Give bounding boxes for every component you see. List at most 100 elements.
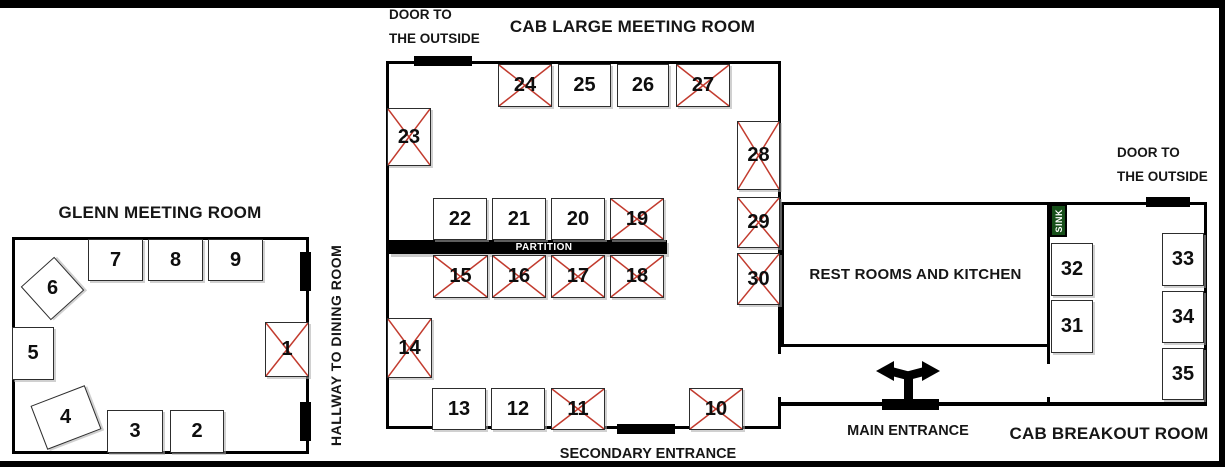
crossed-out-mark — [434, 256, 487, 297]
crossed-out-mark — [493, 256, 545, 297]
crossed-out-mark — [677, 65, 729, 106]
glenn-room-title: GLENN MEETING ROOM — [58, 203, 262, 222]
right-border-band — [1219, 0, 1225, 467]
table-35: 35 — [1162, 348, 1204, 400]
crossed-out-mark — [388, 109, 430, 165]
crossed-out-mark — [388, 319, 431, 377]
door-to-outside-left-label: DOOR TO THE OUTSIDE — [389, 7, 480, 46]
table-number: 10 — [704, 397, 728, 420]
restrooms-kitchen-label: REST ROOMS AND KITCHEN — [809, 266, 1022, 283]
table-13: 13 — [432, 388, 486, 430]
table-16-crossed: 16 — [492, 255, 546, 298]
table-20: 20 — [551, 198, 605, 240]
table-number: 31 — [1060, 315, 1084, 337]
table-2: 2 — [170, 410, 224, 453]
table-number: 19 — [625, 207, 649, 230]
door-to-outside-right-label: DOOR TO THE OUTSIDE — [1117, 145, 1208, 184]
table-number: 12 — [506, 397, 530, 420]
secondary-entrance-door-icon — [617, 424, 675, 434]
secondary-entrance-label: SECONDARY ENTRANCE — [559, 446, 737, 462]
table-number: 13 — [447, 397, 471, 420]
breakout-door-icon — [1146, 197, 1190, 207]
glenn-door-bottom-icon — [300, 402, 311, 441]
south-wall — [781, 402, 1207, 406]
table-number: 32 — [1060, 258, 1084, 280]
glenn-door-top-icon — [300, 252, 311, 291]
sink-label: SINK — [1053, 208, 1064, 233]
breakout-left-wall — [1047, 347, 1050, 364]
table-number: 26 — [631, 74, 655, 96]
table-number: 6 — [46, 277, 59, 299]
hallway-to-dining-room-label: HALLWAY TO DINING ROOM — [328, 244, 344, 447]
table-number: 16 — [507, 265, 531, 287]
table-number: 25 — [573, 74, 596, 96]
table-number: 2 — [191, 420, 203, 442]
table-21: 21 — [492, 198, 546, 240]
table-19-crossed: 19 — [610, 198, 664, 240]
table-number: 9 — [229, 248, 242, 271]
table-23-crossed: 23 — [387, 108, 431, 166]
table-number: 35 — [1171, 362, 1195, 385]
table-30-crossed: 30 — [737, 253, 780, 305]
table-number: 33 — [1171, 248, 1195, 270]
breakout-top-wall — [1048, 202, 1207, 205]
table-number: 18 — [625, 265, 649, 287]
table-22: 22 — [433, 198, 487, 240]
table-17-crossed: 17 — [551, 255, 605, 298]
main-entrance-door-icon — [882, 399, 939, 410]
table-3: 3 — [107, 410, 163, 453]
crossed-out-mark — [499, 65, 551, 106]
table-14-crossed: 14 — [387, 318, 432, 378]
partition-bar: PARTITION — [389, 240, 667, 254]
crossed-out-mark — [611, 199, 663, 239]
crossed-out-mark — [552, 389, 604, 429]
table-number: 24 — [513, 74, 537, 96]
cab-large-room-title: CAB LARGE MEETING ROOM — [509, 17, 756, 36]
cab-right-wall-opening — [776, 354, 785, 397]
table-number: 1 — [281, 338, 293, 360]
crossed-out-mark — [266, 323, 308, 376]
table-32: 32 — [1051, 243, 1093, 296]
table-number: 28 — [747, 144, 770, 166]
table-number: 29 — [747, 211, 770, 233]
breakout-right-wall — [1204, 202, 1207, 406]
table-28-crossed: 28 — [737, 121, 780, 190]
table-9: 9 — [208, 239, 263, 281]
top-border-band — [0, 0, 1225, 8]
two-way-arrow-icon — [876, 361, 940, 400]
table-29-crossed: 29 — [737, 197, 780, 248]
main-entrance-label: MAIN ENTRANCE — [847, 423, 969, 439]
table-8: 8 — [148, 239, 203, 281]
table-number: 5 — [27, 342, 39, 364]
table-number: 20 — [566, 207, 590, 230]
cab-breakout-room-title: CAB BREAKOUT ROOM — [1009, 424, 1209, 443]
table-31: 31 — [1051, 300, 1093, 353]
cab-top-door-icon — [414, 56, 472, 66]
table-number: 3 — [129, 420, 141, 442]
crossed-out-mark — [738, 254, 779, 304]
restrooms-kitchen-walls: REST ROOMS AND KITCHEN — [781, 202, 1050, 347]
table-number: 22 — [448, 207, 472, 230]
table-1-crossed: 1 — [265, 322, 309, 377]
table-25: 25 — [558, 64, 611, 107]
table-7: 7 — [88, 239, 143, 281]
sink-icon: SINK — [1050, 204, 1067, 237]
table-number: 27 — [691, 74, 715, 96]
table-number: 30 — [747, 267, 770, 290]
crossed-out-mark — [690, 389, 742, 429]
table-10-crossed: 10 — [689, 388, 743, 430]
table-number: 8 — [169, 248, 182, 271]
table-number: 11 — [567, 397, 589, 420]
breakout-left-wall-stub — [1047, 397, 1050, 406]
table-11-crossed: 11 — [551, 388, 605, 430]
table-number: 23 — [397, 125, 421, 148]
table-33: 33 — [1162, 233, 1204, 286]
crossed-out-mark — [611, 256, 663, 297]
table-number: 21 — [507, 207, 531, 230]
table-number: 4 — [60, 406, 72, 428]
partition-label: PARTITION — [515, 241, 573, 253]
table-number: 7 — [109, 248, 122, 271]
table-number: 14 — [398, 336, 421, 359]
table-18-crossed: 18 — [610, 255, 664, 298]
